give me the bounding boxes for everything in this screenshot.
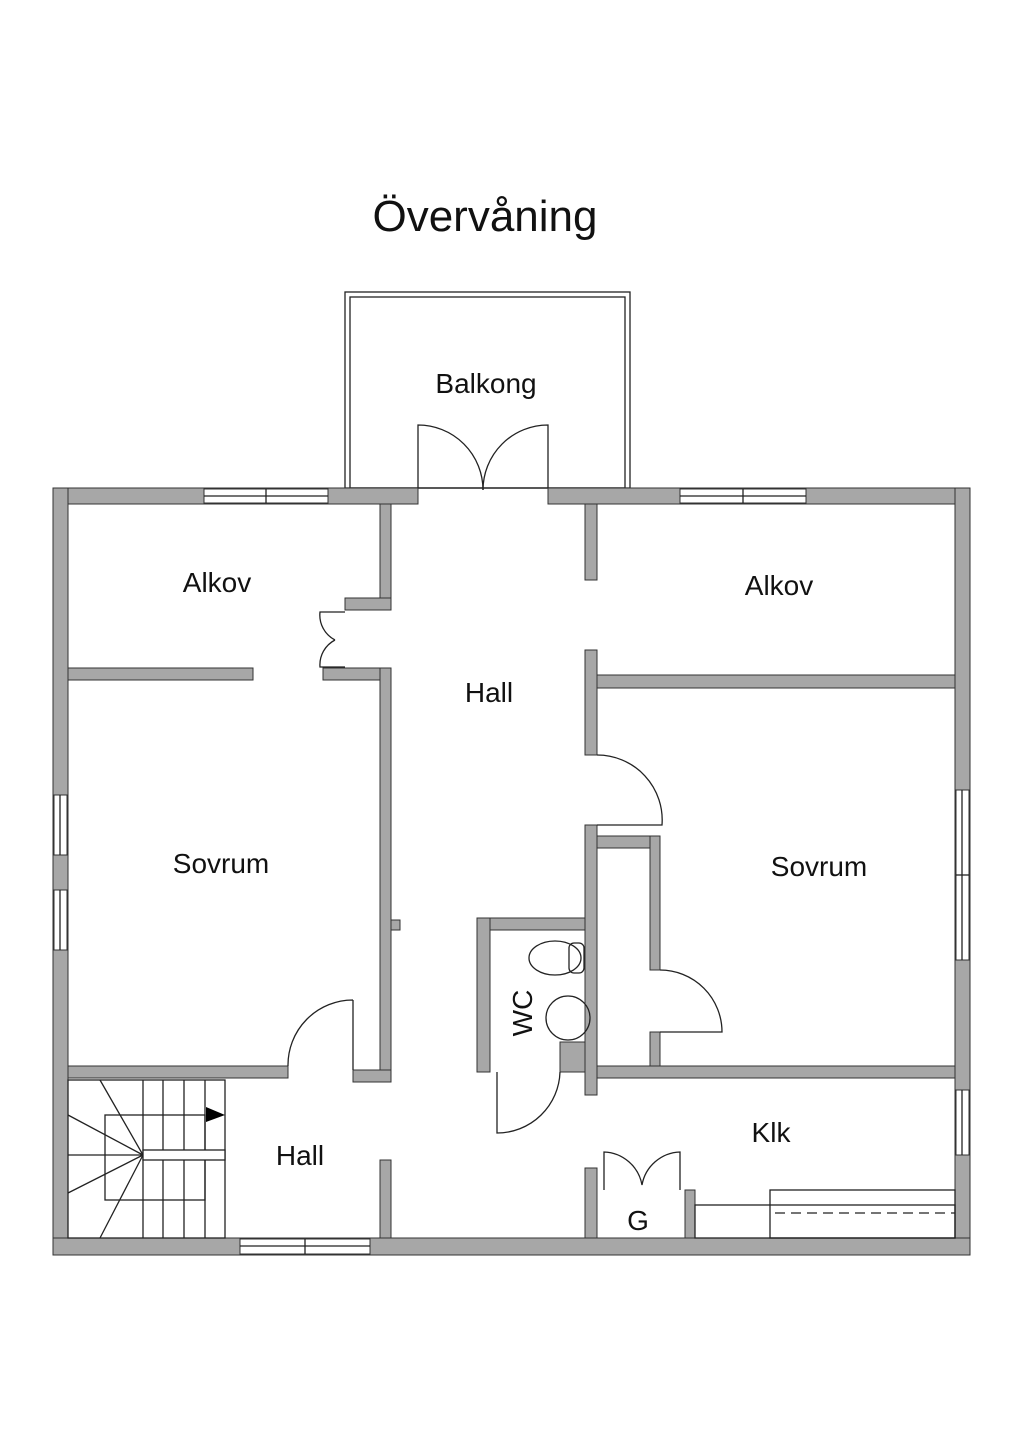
room-label-wc: WC: [507, 990, 538, 1037]
room-label-hall-lower: Hall: [276, 1140, 324, 1171]
room-label-bedroom-left: Sovrum: [173, 848, 269, 879]
interior-walls: [67, 503, 956, 1239]
room-label-alcove-left: Alkov: [183, 567, 251, 598]
room-label-hall-upper: Hall: [465, 677, 513, 708]
balcony: [344, 291, 631, 489]
room-label-alcove-right: Alkov: [745, 570, 813, 601]
stair-direction-arrow-icon: [206, 1107, 225, 1122]
windows: [53, 488, 970, 1255]
room-label-klk: Klk: [752, 1117, 792, 1148]
kitchen-counter: [694, 1189, 956, 1239]
room-label-closet: G: [627, 1205, 649, 1236]
wc-fixtures: [528, 940, 591, 1041]
room-label-balcony: Balkong: [435, 368, 536, 399]
room-label-bedroom-right: Sovrum: [771, 851, 867, 882]
floor-title: Övervåning: [372, 192, 598, 241]
doors: [287, 424, 723, 1190]
stairs: [67, 1079, 226, 1239]
